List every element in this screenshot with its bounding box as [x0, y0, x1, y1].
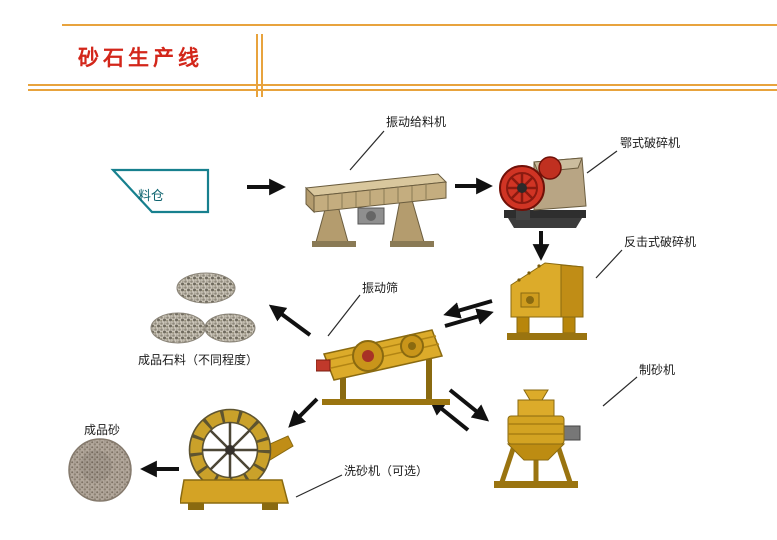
hopper-shape: [105, 162, 217, 220]
washer-hub: [225, 445, 235, 455]
jaw-base: [508, 218, 582, 228]
maker-legs: [499, 445, 573, 483]
leader-washer: [295, 474, 343, 498]
page-title: 砂石生产线: [78, 47, 203, 70]
maker-feed-cone: [523, 389, 549, 401]
header-rule-top: [62, 24, 777, 26]
washer-tank: [180, 479, 289, 504]
stone-pile-3: [204, 313, 256, 343]
sand-pile: [68, 438, 132, 502]
screen-base: [322, 399, 450, 405]
jaw-crusher-image: [492, 146, 596, 230]
jaw-rear-wheel: [538, 156, 562, 180]
stone-piles-image: [148, 262, 256, 350]
arrow-screen-to-stone: [268, 304, 312, 337]
washer-spokes: [202, 422, 258, 478]
header-rule-double-1: [28, 84, 777, 86]
sand-washer-label: 洗砂机（可选）: [344, 464, 429, 478]
impact-base: [507, 333, 587, 340]
feeder-image: [292, 158, 452, 250]
sand-washer-image: [180, 406, 294, 514]
sand-product-label: 成品砂: [84, 423, 121, 437]
sand-pile-image: [66, 436, 134, 504]
header-rule-vertical-2: [261, 34, 263, 97]
hopper-label: 料仓: [138, 188, 165, 203]
feeder-trough-front: [313, 181, 447, 213]
screen-image: [316, 314, 458, 406]
header-rule-vertical-1: [256, 34, 258, 97]
screen-label: 振动筛: [362, 281, 399, 295]
header-rule-double-2: [28, 89, 777, 91]
jaw-crusher-label: 鄂式破碎机: [620, 136, 681, 150]
sand-maker-label: 制砂机: [639, 363, 676, 377]
impact-crusher-image: [497, 253, 597, 345]
arrow-screen-to-washer: [288, 397, 319, 428]
leader-maker: [602, 376, 638, 407]
screen-motor: [316, 359, 331, 372]
feeder-leg-right: [391, 199, 425, 243]
maker-base: [494, 481, 578, 488]
hopper-outline: [110, 168, 210, 214]
arrow-impact-to-screen: [443, 299, 493, 319]
leader-impact: [595, 249, 623, 279]
stone-pile-2: [150, 312, 206, 344]
stone-pile-1: [176, 272, 236, 304]
stone-product-label: 成品石料（不同程度）: [138, 353, 259, 367]
sand-maker-image: [486, 386, 586, 492]
maker-drum: [507, 415, 565, 445]
feeder-label: 振动给料机: [386, 115, 447, 129]
impact-crusher-label: 反击式破碎机: [624, 235, 697, 249]
